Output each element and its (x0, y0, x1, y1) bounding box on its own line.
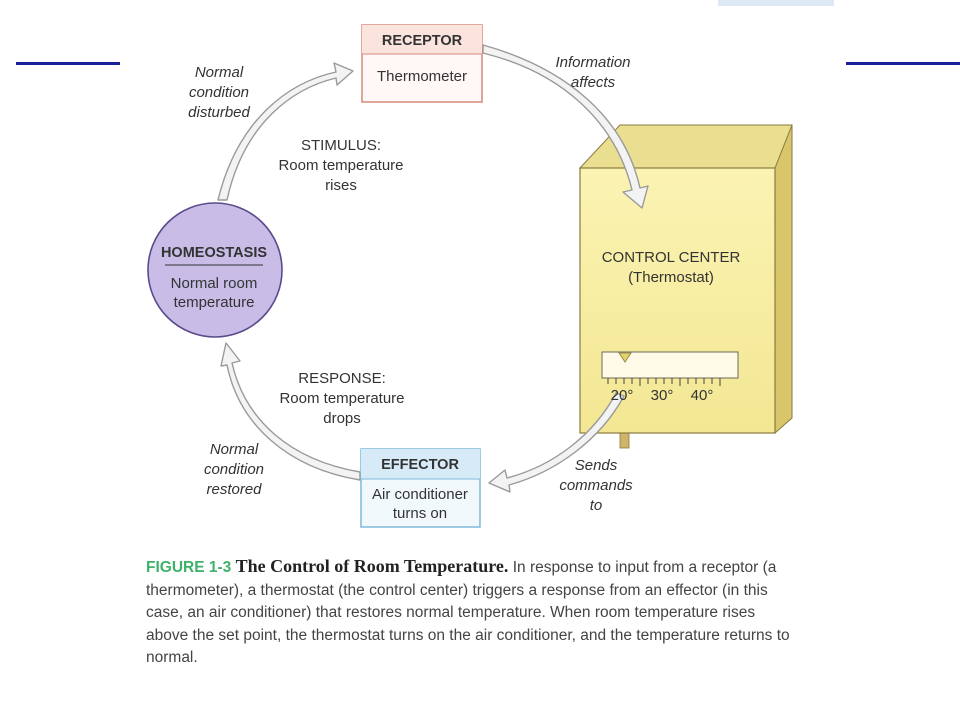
figure-title: The Control of Room Temperature. (235, 556, 509, 576)
label-line: drops (323, 410, 361, 427)
label-line: Sends (575, 457, 618, 474)
effector-line-1: Air conditioner (372, 486, 468, 503)
control-center-subtitle: (Thermostat) (628, 269, 714, 286)
effector-line-2: turns on (393, 505, 447, 522)
label-line: STIMULUS: (301, 137, 381, 154)
effector-box: EFFECTOR Air conditioner turns on (360, 448, 481, 528)
label-line: Room temperature (279, 390, 404, 407)
label-line: Room temperature (278, 157, 403, 174)
effector-title: EFFECTOR (381, 457, 459, 473)
label-line: disturbed (188, 104, 250, 121)
cycle-arrows (217, 44, 649, 493)
thermostat-front-panel (579, 167, 776, 434)
label-normal-disturbed: Normal condition disturbed (188, 64, 250, 121)
control-center-title: CONTROL CENTER (602, 249, 741, 266)
label-line: to (590, 497, 603, 514)
label-sends-commands: Sends commands to (559, 457, 633, 514)
scale-tick-label-20: 20° (611, 387, 634, 404)
thermostat-set-point-pointer (618, 352, 632, 363)
scale-tick-label-40: 40° (691, 387, 714, 404)
homeostasis-node: HOMEOSTASIS Normal room temperature (147, 202, 283, 338)
label-line: affects (571, 74, 616, 91)
arrow-control-to-effector (488, 392, 625, 493)
label-response: RESPONSE: Room temperature drops (279, 370, 404, 427)
label-line: commands (559, 477, 633, 494)
label-stimulus: STIMULUS: Room temperature rises (278, 137, 403, 194)
label-line: condition (204, 461, 264, 478)
arrow-receptor-to-control (482, 44, 649, 209)
thermostat-side-panel (774, 124, 793, 435)
label-normal-restored: Normal condition restored (204, 441, 264, 498)
label-line: RESPONSE: (298, 370, 386, 387)
slide-rule-left (16, 62, 120, 65)
label-line: Normal (210, 441, 259, 458)
figure-caption: FIGURE 1-3 The Control of Room Temperatu… (146, 555, 796, 670)
receptor-title: RECEPTOR (382, 33, 463, 49)
receptor-body: Thermometer (377, 68, 467, 85)
label-line: condition (189, 84, 249, 101)
label-line: Normal (195, 64, 244, 81)
label-line: rises (325, 177, 357, 194)
arrow-homeostasis-to-receptor (217, 62, 354, 201)
homeostasis-line-2: temperature (174, 294, 255, 311)
label-line: Information (555, 54, 630, 71)
label-information-affects: Information affects (555, 54, 630, 91)
label-line: restored (206, 481, 262, 498)
top-scan-strip (718, 0, 834, 6)
thermostat-device (578, 124, 793, 449)
receptor-box: RECEPTOR Thermometer (361, 24, 483, 103)
homeostasis-title: HOMEOSTASIS (161, 245, 267, 261)
slide-rule-right (846, 62, 960, 65)
homeostasis-line-1: Normal room (171, 275, 258, 292)
scale-tick-label-30: 30° (651, 387, 674, 404)
thermostat-scale-ticks (607, 378, 721, 386)
figure-number: FIGURE 1-3 (146, 559, 232, 576)
figure-caption-text: In response to input from a receptor (a … (146, 559, 790, 667)
arrow-effector-to-homeostasis (220, 342, 361, 481)
